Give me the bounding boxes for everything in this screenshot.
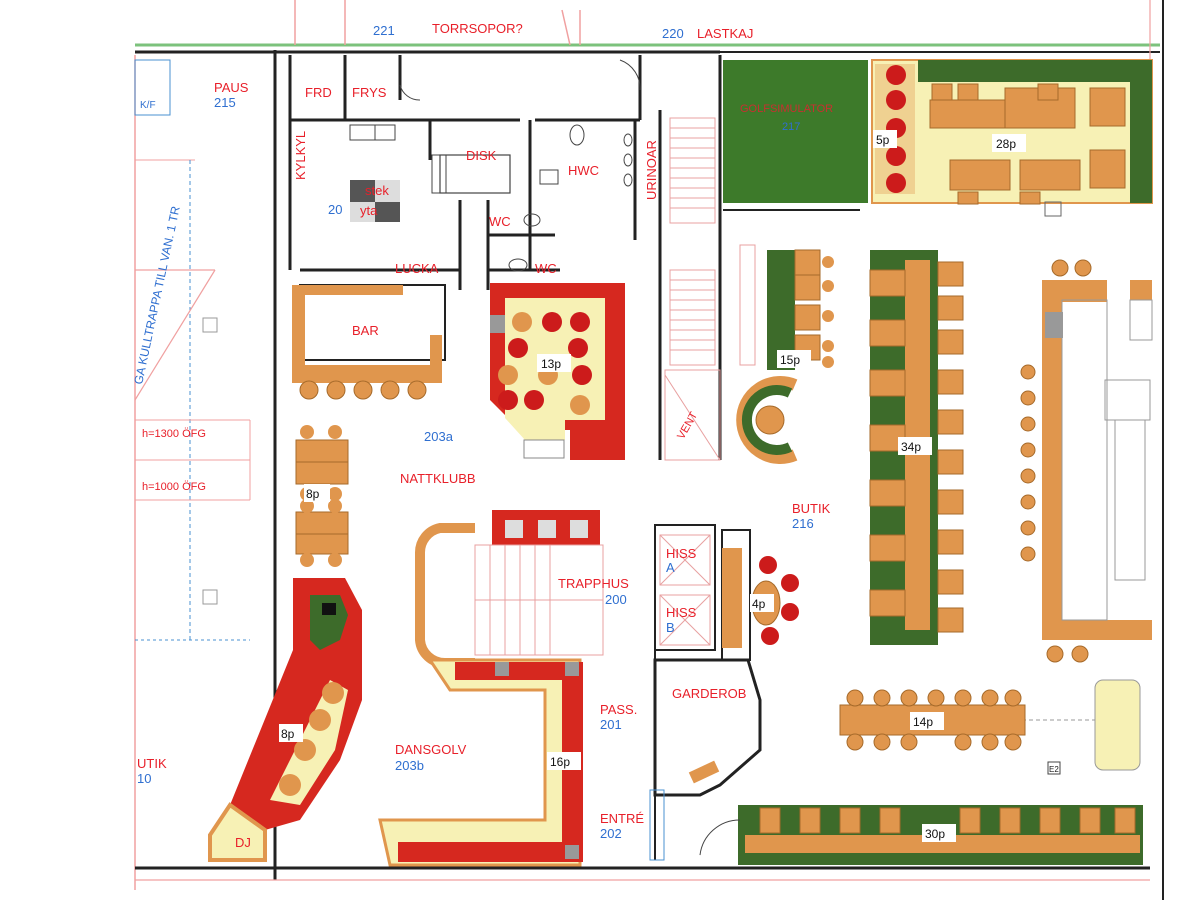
room-frd: FRD [305,85,332,100]
room-dansgolv: DANSGOLV [395,742,467,757]
label-yta: yta [360,203,378,218]
room-200: 200 [605,592,627,607]
label-stek: stek [365,183,389,198]
room-kylkyl: KYLKYL [293,131,308,180]
room-bar: BAR [352,323,379,338]
room-urinoar: URINOAR [644,140,659,200]
room-lastkaj: LASTKAJ [697,26,753,41]
seat-5p: 5p [876,133,890,147]
room-221: 221 [373,23,395,38]
seat-34p: 34p [901,440,921,454]
tables-8p [295,425,349,567]
stairwell [415,510,604,669]
seat-8p-tables: 8p [306,487,320,501]
room-entre: ENTRÉ [600,811,644,826]
garderob [653,650,762,860]
label-h1300: h=1300 ÖFG [142,428,206,440]
dj-booth [208,578,362,862]
room-torrsopor: TORRSOPOR? [432,21,523,36]
room-217: 217 [782,121,800,133]
room-trapphus: TRAPPHUS [558,576,629,591]
label-hiss-a: HISS [666,546,697,561]
lounge-28p [871,59,1153,217]
room-lucka: LUCKA [395,261,439,276]
label-hiss-b: HISS [666,605,697,620]
room-golfsim: GOLFSIMULATOR [740,103,833,115]
elevators [654,524,716,651]
room-202: 202 [600,826,622,841]
label-hiss-b-letter: B [666,620,675,635]
booth-15p [723,209,860,464]
room-nattklubb: NATTKLUBB [400,471,476,486]
room-wc2: WC [535,261,557,276]
seat-13p: 13p [541,357,561,371]
room-203a: 203a [424,429,454,444]
room-215: 215 [214,95,236,110]
seat-16p: 16p [550,755,570,769]
room-disk: DISK [466,148,497,163]
service-stairs [664,117,721,461]
room-hwc: HWC [568,163,599,178]
bar-area [292,284,446,400]
seat-14p: 14p [913,715,933,729]
seat-30p: 30p [925,827,945,841]
booth-16p [378,658,583,867]
top-corridor [134,0,1164,900]
room-wc1: WC [489,214,511,229]
bottom-wall [135,789,1150,881]
seating-labels: 5p 28p 13p 15p 34p 8p 4p 8p 16p 14p 30p [279,130,1026,842]
room-201: 201 [600,717,622,732]
label-hiss-a-letter: A [666,560,675,575]
butik-counter [1015,259,1153,775]
room-220: 220 [662,26,684,41]
room-20: 20 [328,202,342,217]
room-pass: PASS. [600,702,637,717]
label-e2: E2 [1049,765,1059,774]
room-10: 10 [137,771,151,786]
label-kulltrappa: GA KULLTRAPPA TILL VAN. 1 TR [131,205,183,386]
seat-28p: 28p [996,137,1016,151]
seat-15p: 15p [780,353,800,367]
room-garderob: GARDEROB [672,686,746,701]
room-butik: BUTIK [792,501,831,516]
golf-simulator [723,60,868,203]
seat-8p-dj: 8p [281,727,295,741]
room-frys: FRYS [352,85,387,100]
seat-4p: 4p [752,597,766,611]
label-dj: DJ [235,835,251,850]
room-utik: UTIK [137,756,167,771]
label-h1000: h=1000 ÖFG [142,481,206,493]
room-paus: PAUS [214,80,249,95]
label-vent: VENT [675,410,700,442]
room-kf: K/F [140,100,156,111]
room-216: 216 [792,516,814,531]
kitchen-fixtures [349,59,641,272]
room-203b: 203b [395,758,424,773]
